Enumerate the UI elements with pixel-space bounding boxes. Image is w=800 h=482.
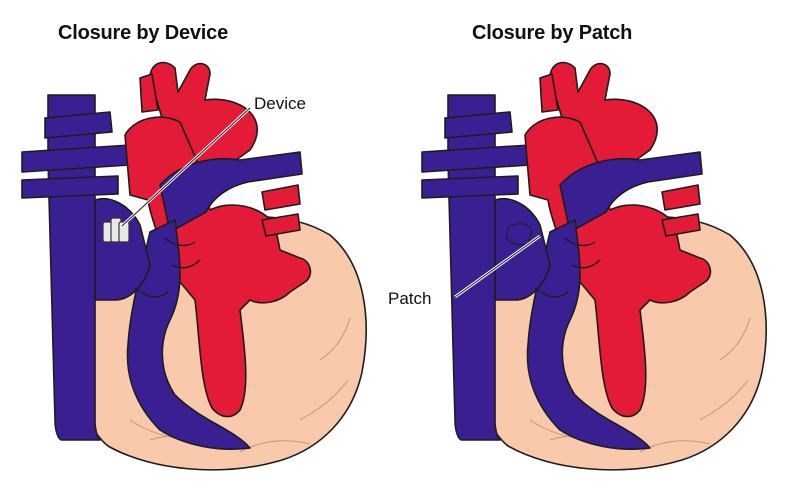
patch-callout-label: Patch bbox=[388, 289, 432, 308]
closure-device bbox=[102, 217, 130, 243]
right-panel-title: Closure by Patch bbox=[472, 22, 633, 44]
device-callout-label: Device bbox=[254, 94, 306, 113]
closure-patch bbox=[505, 223, 533, 246]
right-ventricle bbox=[126, 219, 251, 450]
left-panel-title: Closure by Device bbox=[58, 22, 229, 44]
pulmonary-veins-left bbox=[21, 144, 131, 173]
right-atrium bbox=[94, 198, 151, 301]
heart-illustration-patch bbox=[421, 61, 767, 471]
heart-illustration-device bbox=[21, 61, 367, 471]
